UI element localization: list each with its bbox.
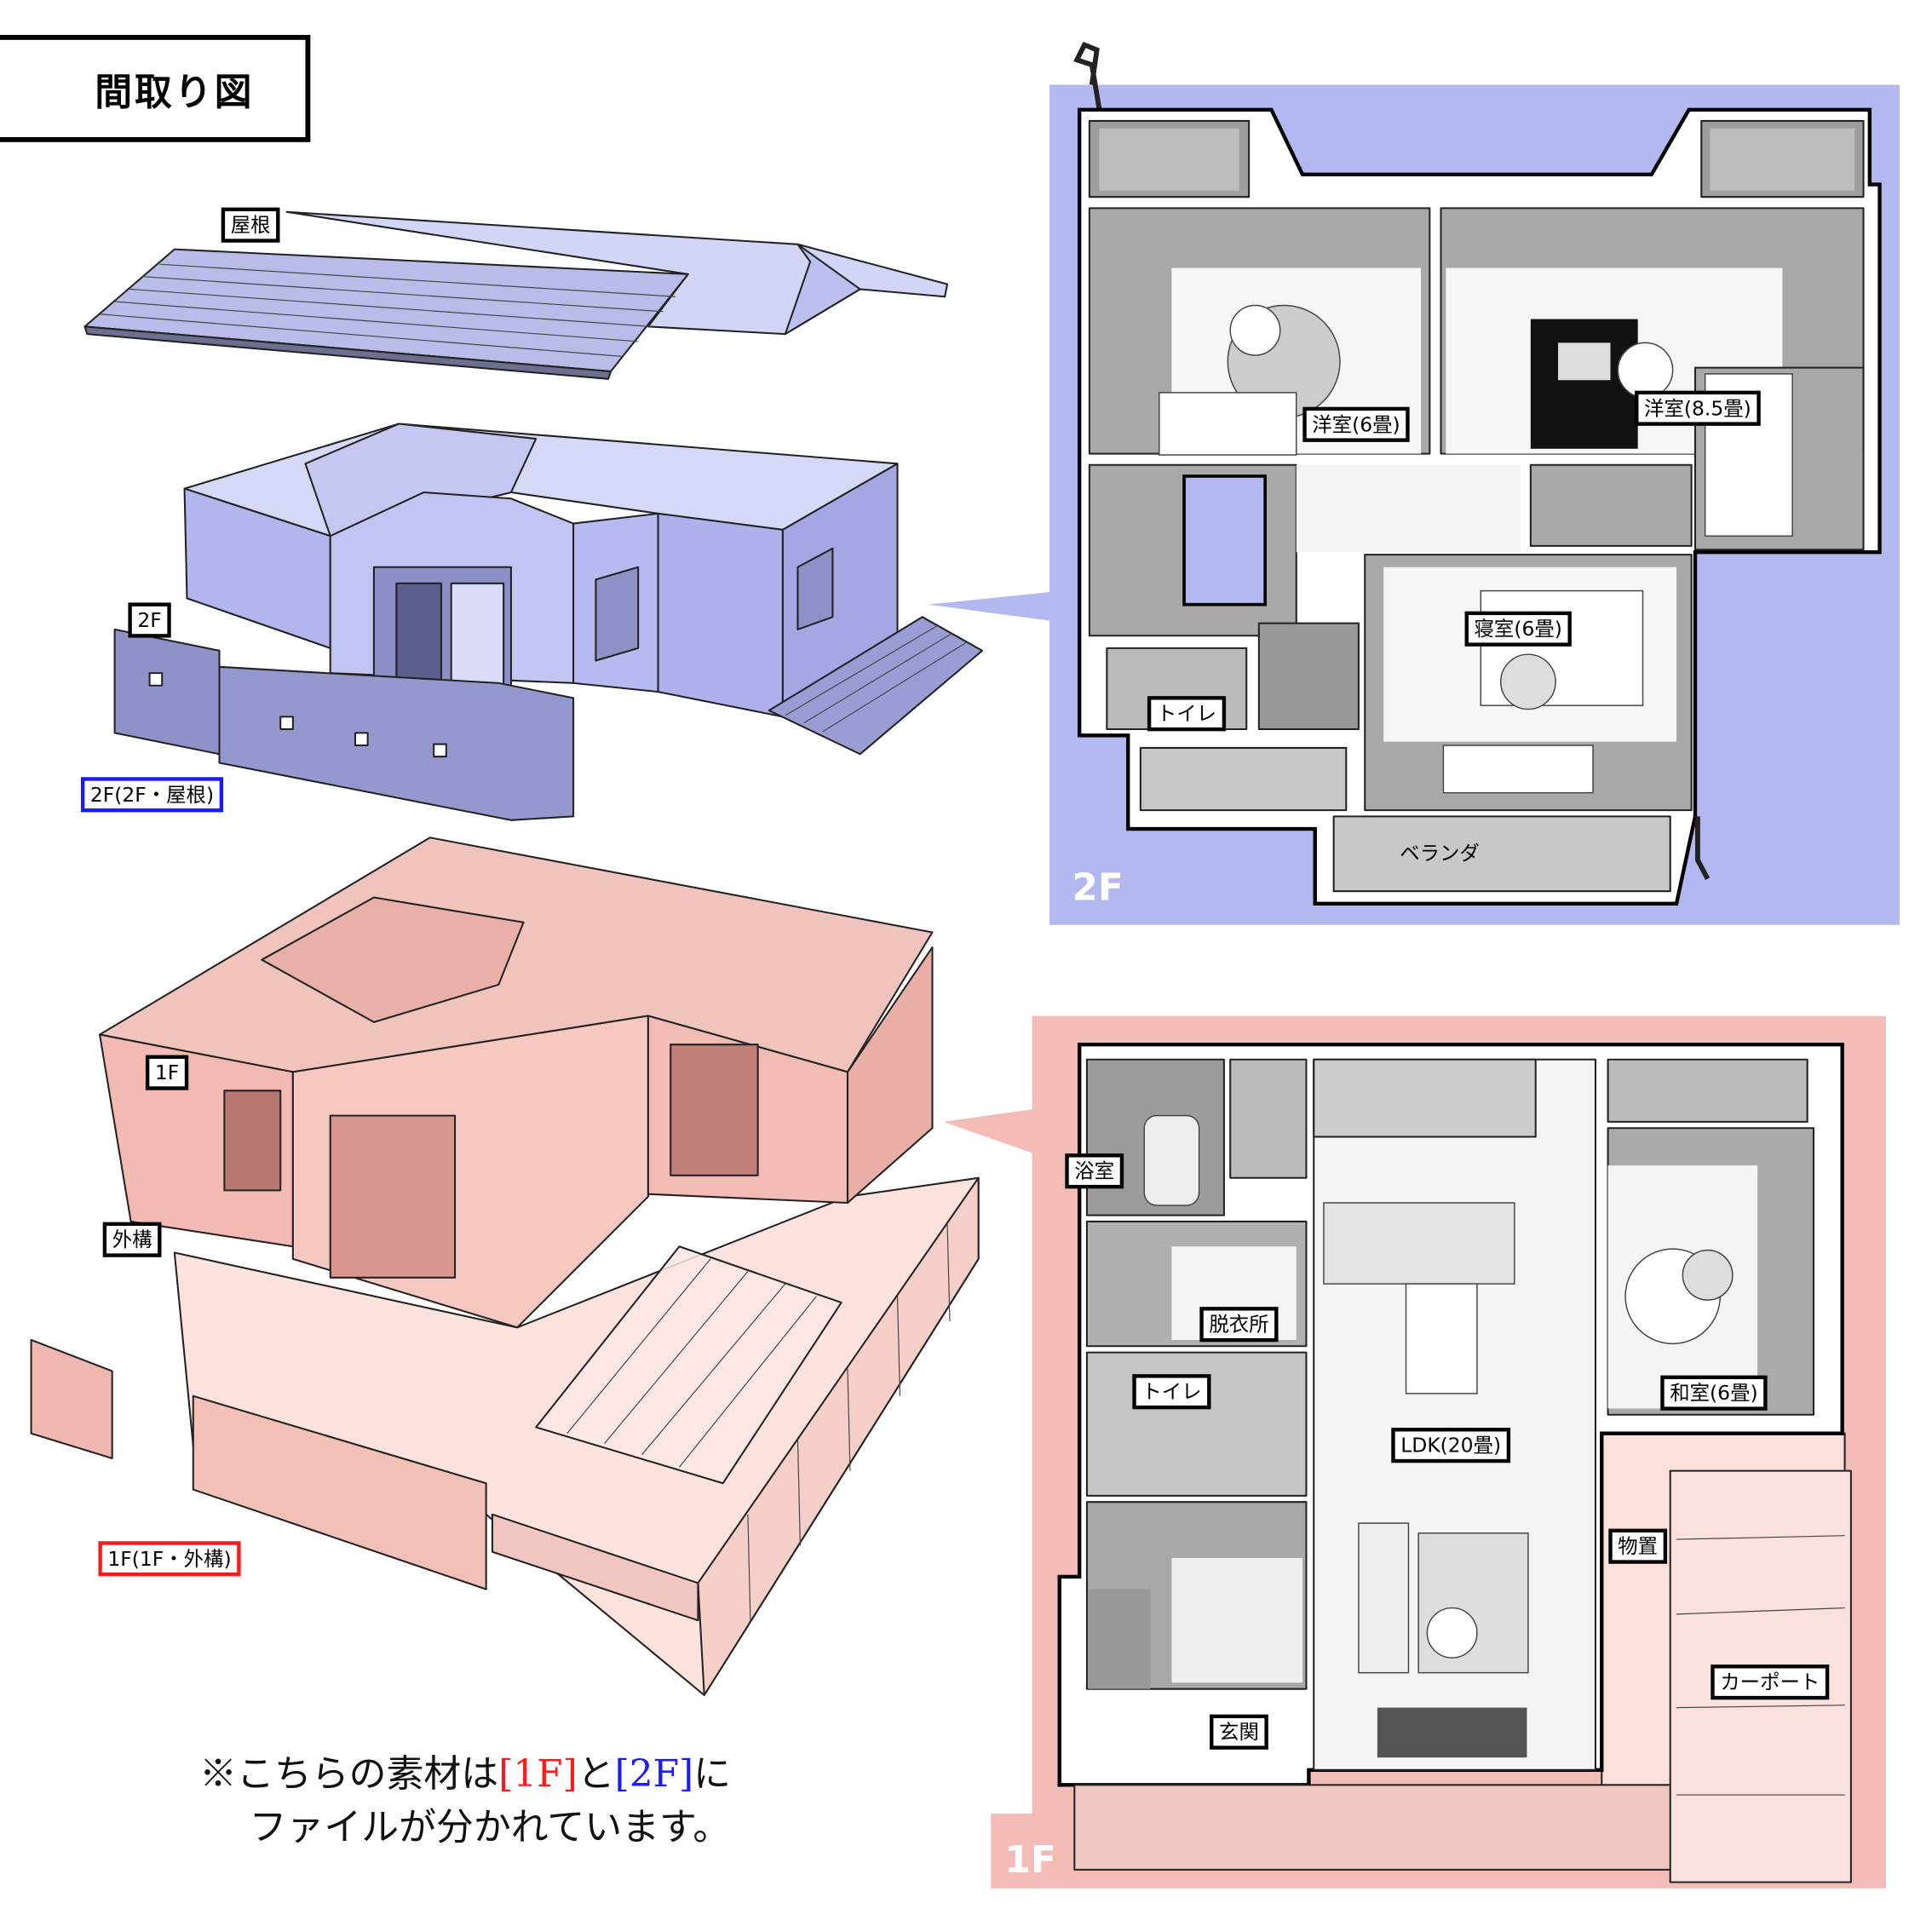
- svg-text:玄関: 玄関: [1219, 1720, 1259, 1744]
- label-ldk: LDK(20畳): [1391, 1428, 1511, 1463]
- label-bath: 浴室: [1065, 1153, 1124, 1189]
- svg-text:屋根: 屋根: [231, 213, 271, 237]
- svg-text:洋室(8.5畳): 洋室(8.5畳): [1644, 396, 1751, 420]
- fence-posts: [747, 1223, 951, 1621]
- svg-text:外構: 外構: [112, 1228, 152, 1251]
- model-2f-pointer: [929, 592, 1050, 621]
- room-stairs-toilet: [1085, 1351, 1308, 1497]
- svg-text:脱衣所: 脱衣所: [1209, 1313, 1268, 1337]
- roof-ridges: [100, 263, 676, 358]
- svg-text:1F(1F・外構): 1F(1F・外構): [107, 1547, 231, 1571]
- plan-2f-tag: 2F: [1072, 865, 1124, 909]
- svg-text:2F(2F・屋根): 2F(2F・屋根): [90, 783, 214, 807]
- plan-1f-tag: 1F: [1004, 1838, 1056, 1882]
- carport-ribs: [566, 1258, 817, 1468]
- svg-text:洋室(6畳): 洋室(6畳): [1312, 412, 1400, 436]
- label-washitsu: 和室(6畳): [1660, 1375, 1768, 1411]
- label-storage: 物置: [1608, 1528, 1668, 1564]
- veranda: [1332, 815, 1671, 893]
- label-2f-model: 2F: [128, 602, 171, 638]
- svg-text:物置: 物置: [1618, 1534, 1658, 1558]
- label-1f-model: 1F: [145, 1055, 189, 1090]
- svg-text:LDK(20畳): LDK(20畳): [1400, 1434, 1501, 1458]
- title-box: 間取り図: [0, 34, 311, 142]
- roof-model: [83, 210, 949, 380]
- label-roof: 屋根: [221, 207, 280, 243]
- caption: ※こちらの素材は[1F]と[2F]に ファイルが分かれています。: [199, 1752, 731, 1849]
- label-bedroom: 寝室(6畳): [1464, 611, 1572, 647]
- svg-text:トイレ: トイレ: [1157, 702, 1216, 726]
- label-toilet-1f: トイレ: [1132, 1374, 1211, 1410]
- label-western-6: 洋室(6畳): [1302, 406, 1410, 442]
- svg-text:トイレ: トイレ: [1141, 1380, 1201, 1404]
- file-label-2f: 2F(2F・屋根): [80, 777, 224, 813]
- svg-text:浴室: 浴室: [1074, 1159, 1114, 1183]
- label-dressing: 脱衣所: [1199, 1307, 1279, 1343]
- svg-text:カーポート: カーポート: [1720, 1670, 1820, 1694]
- first-floor-model: [30, 837, 1032, 1697]
- label-toilet-2f: トイレ: [1147, 696, 1227, 732]
- second-floor-model: [113, 423, 1050, 821]
- page-title: 間取り図: [95, 71, 254, 114]
- svg-text:2F: 2F: [137, 608, 161, 632]
- caption-line-2: ファイルが分かれています。: [250, 1806, 731, 1849]
- svg-text:寝室(6畳): 寝室(6畳): [1475, 617, 1562, 641]
- file-label-1f: 1F(1F・外構): [98, 1541, 241, 1577]
- label-entrance: 玄関: [1210, 1714, 1268, 1750]
- deck-planks: [785, 625, 968, 733]
- caption-line-1: ※こちらの素材は[1F]と[2F]に: [199, 1752, 731, 1796]
- carport-lines: [1676, 1535, 1845, 1796]
- label-carport: カーポート: [1711, 1665, 1830, 1700]
- plan-2f: 2F: [1049, 41, 1900, 925]
- label-veranda: ベランダ: [1400, 842, 1480, 865]
- label-exterior-model: 外構: [102, 1222, 162, 1257]
- svg-text:和室(6畳): 和室(6畳): [1670, 1381, 1757, 1405]
- svg-text:1F: 1F: [155, 1061, 179, 1084]
- label-western-8-5: 洋室(8.5畳): [1635, 390, 1761, 426]
